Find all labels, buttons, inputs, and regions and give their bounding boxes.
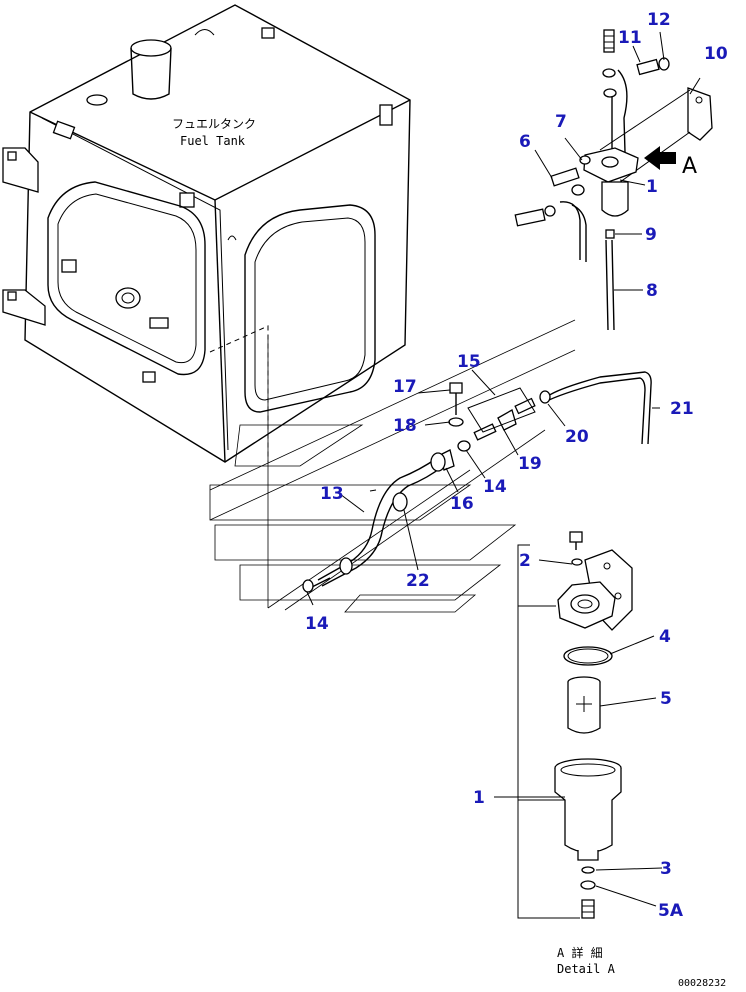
- callout-16: 16: [450, 494, 474, 514]
- callout-9: 9: [645, 225, 657, 245]
- callout-10: 10: [704, 44, 728, 64]
- callout-17: 17: [393, 377, 417, 397]
- callout-19: 19: [518, 454, 542, 474]
- callout-1-top: 1: [646, 177, 658, 197]
- callout-7: 7: [555, 112, 567, 132]
- callout-11: 11: [618, 28, 642, 48]
- detail-a: [517, 531, 633, 919]
- detail-caption: A 詳 細 Detail A: [557, 945, 616, 976]
- drawing-number: 00028232: [678, 978, 726, 988]
- hose-routing: [302, 371, 652, 593]
- callout-8: 8: [646, 281, 658, 301]
- detail-label-jp: A 詳 細: [557, 945, 603, 960]
- reference-planes: [209, 319, 576, 613]
- tank-label-jp: フュエルタンク: [172, 117, 256, 131]
- callout-15: 15: [457, 352, 481, 372]
- callout-20: 20: [565, 427, 589, 447]
- callout-5a: 5A: [658, 901, 684, 921]
- callouts: 12 11 10 7 6 1 9 8 15 17 18 21 20 19 14 …: [305, 10, 728, 921]
- detail-label-en: Detail A: [557, 962, 616, 976]
- callout-5: 5: [660, 689, 672, 709]
- callout-14-bottom: 14: [305, 614, 329, 634]
- tank-label-en: Fuel Tank: [180, 134, 246, 148]
- callout-21: 21: [670, 399, 694, 419]
- callout-22: 22: [406, 571, 430, 591]
- leader-lines: [306, 31, 701, 907]
- callout-13: 13: [320, 484, 344, 504]
- callout-4: 4: [659, 627, 671, 647]
- callout-12: 12: [647, 10, 671, 30]
- callout-14-mid: 14: [483, 477, 507, 497]
- callout-3: 3: [660, 859, 672, 879]
- callout-2: 2: [519, 551, 531, 571]
- callout-1-detail: 1: [473, 788, 485, 808]
- callout-18: 18: [393, 416, 417, 436]
- view-marker: A: [682, 154, 697, 179]
- view-arrow: [644, 146, 676, 170]
- fuel-tank: フュエルタンク Fuel Tank: [2, 4, 411, 463]
- filter-assembly-top: A: [514, 29, 713, 331]
- callout-6: 6: [519, 132, 531, 152]
